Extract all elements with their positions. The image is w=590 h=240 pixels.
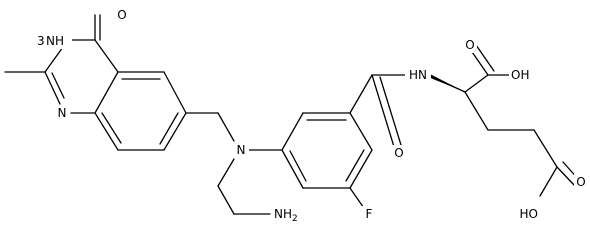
atom-side-chain-acid-ho: HO	[520, 207, 538, 221]
bond-carbonyl-o	[371, 74, 396, 151]
bond-cdelta-o	[556, 166, 576, 187]
bond-calpha-cbeta	[464, 91, 489, 131]
bond-ch2a-ch2b	[217, 185, 235, 215]
bond-b3-b4	[349, 112, 373, 151]
atom-quinazolinone-ring-n: N	[58, 106, 67, 120]
atom-n3-h-number: 3	[37, 34, 45, 48]
molecule-structure: O 3 NH N N NH2 F O HN O OH O	[4, 7, 588, 224]
bond-b6-b1	[281, 149, 304, 189]
bond-b3-carbonyl	[349, 74, 373, 114]
bond-cooh-o	[469, 48, 489, 76]
atom-fluorine: F	[366, 207, 373, 221]
atom-quinazolinone-oxygen: O	[117, 8, 126, 22]
bond-c4a-c4	[94, 39, 119, 73]
atom-amide-oxygen: O	[394, 146, 403, 160]
bond-calpha-cooh	[464, 74, 489, 93]
bond-ch2-n	[217, 112, 235, 142]
bond-c5-c6	[163, 71, 187, 114]
bond-carbonyl-o-double	[379, 76, 402, 146]
atom-amine-n: N	[237, 143, 246, 157]
bond-c6-c7-double	[159, 112, 179, 145]
bond-layer	[4, 14, 581, 215]
bond-b6-b1-double	[289, 150, 307, 182]
bond-c2-n1	[44, 71, 61, 105]
bond-c6-c7	[163, 112, 187, 151]
bond-c8-c8a	[94, 112, 119, 151]
atom-amide-nh: HN	[409, 68, 427, 82]
bond-c8-c8a-double	[101, 112, 122, 144]
bond-cgamma-cdelta	[533, 129, 558, 168]
bond-b1-b2	[281, 112, 304, 151]
bond-b4-b5-double	[345, 149, 365, 182]
bond-n3-c2	[44, 46, 64, 73]
bond-b4-b5	[349, 149, 373, 189]
atom-label-layer: O 3 NH N N NH2 F O HN O OH O	[35, 7, 588, 224]
bond-c2-n1-double	[51, 72, 65, 99]
atom-side-chain-acid-oxygen: O	[576, 175, 585, 189]
bond-n-ch2a	[217, 158, 235, 187]
bond-cooh-o-double	[475, 44, 495, 72]
atom-amino-group: NH2	[274, 207, 298, 224]
atom-alpha-acid-oh: OH	[511, 68, 529, 82]
bond-c8a-c4a	[94, 71, 119, 114]
bond-cdelta-ho	[539, 166, 558, 197]
atom-alpha-acid-oxygen: O	[465, 38, 474, 52]
stereo-wedge	[428, 73, 465, 92]
atom-quinazolinone-nh: NH	[46, 34, 64, 48]
